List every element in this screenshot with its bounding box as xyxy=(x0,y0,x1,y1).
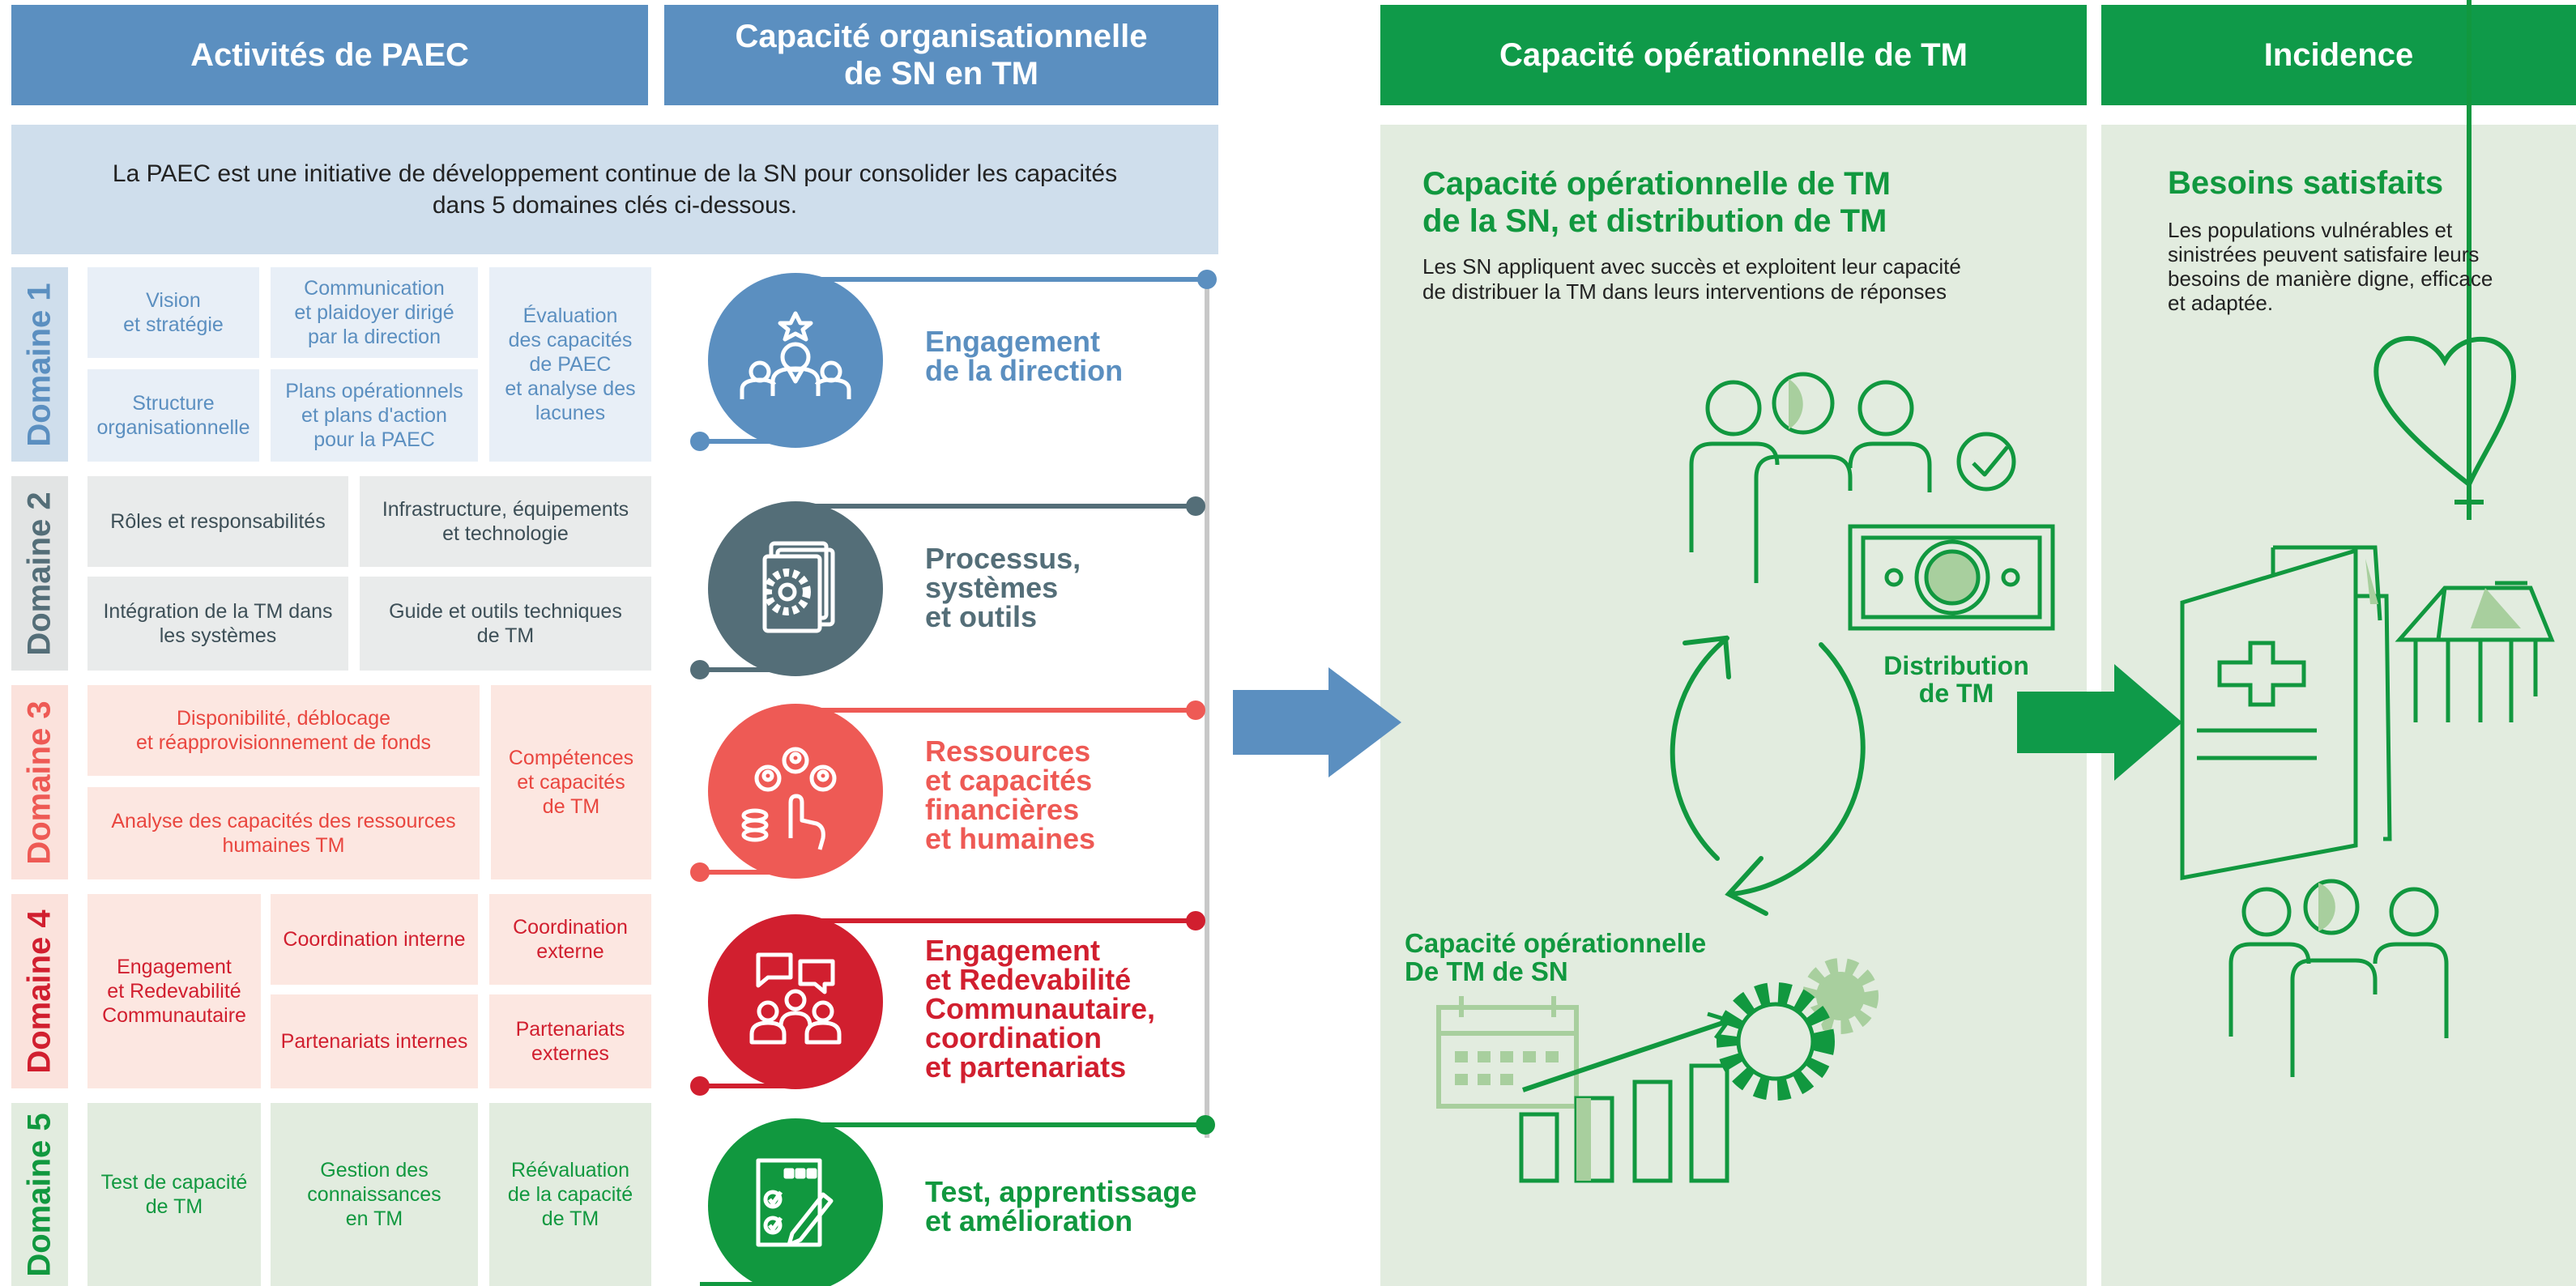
domain-3-label: Domaine 3 xyxy=(11,685,68,879)
domain-3-cell: Analyse des capacités des ressources hum… xyxy=(87,787,480,879)
domain-1-cell: Structure organisationnelle xyxy=(87,369,259,462)
domain-5-label: Domaine 5 xyxy=(11,1103,68,1286)
domain-2-caption: Processus, systèmes et outils xyxy=(925,542,1081,633)
domain-4-cell: Partenariats internes xyxy=(271,994,478,1088)
domain-2-connector xyxy=(690,496,1205,679)
domain-2-cell: Intégration de la TM dans les systèmes xyxy=(87,577,348,671)
domain-3-connector xyxy=(690,700,1205,882)
domain-4-circle xyxy=(708,914,883,1089)
domain-2-label: Domaine 2 xyxy=(11,476,68,671)
incidence-text: Les populations vulnérables et sinistrée… xyxy=(2168,218,2493,315)
domain-4-cell: Partenariats externes xyxy=(489,994,651,1088)
domain-2-cell: Guide et outils techniques de TM xyxy=(360,577,651,671)
domain-5-cell: Test de capacité de TM xyxy=(87,1103,261,1286)
domain-5-cell: Réévaluation de la capacité de TM xyxy=(489,1103,651,1286)
domain-3-cell: Disponibilité, déblocage et réapprovisio… xyxy=(87,685,480,776)
domain-5-caption: Test, apprentissage et amélioration xyxy=(925,1175,1197,1237)
domain-2-cell: Infrastructure, équipements et technolog… xyxy=(360,476,651,567)
header-incidence: Incidence xyxy=(2101,5,2576,105)
gear-documents-icon xyxy=(762,541,835,633)
domain-3-circle xyxy=(708,704,883,879)
incidence-title: Besoins satisfaits xyxy=(2168,165,2444,201)
header-activites: Activités de PAEC xyxy=(11,5,648,105)
calendar-icon xyxy=(1436,996,1579,1109)
heart-icon xyxy=(2373,0,2517,520)
people-check-icon xyxy=(1689,372,2016,583)
hand-coins-people-icon xyxy=(741,747,837,850)
domain-1-cell: Vision et stratégie xyxy=(87,267,259,358)
domain-4-caption: Engagement et Redevabilité Communautaire… xyxy=(925,934,1156,1084)
domain-1-circle xyxy=(708,273,883,448)
distribution-label: Distribution de TM xyxy=(1883,651,2029,708)
arrow-right-icon xyxy=(1233,667,1401,777)
gears-icon xyxy=(1717,958,1879,1101)
domain-4-cell: Coordination externe xyxy=(489,894,651,985)
cycle-arrows-icon xyxy=(1670,635,1866,916)
header-capacite-operationnelle: Capacité opérationnelle de TM xyxy=(1380,5,2087,105)
domain-1-cell: Communication et plaidoyer dirigé par la… xyxy=(271,267,478,358)
leader-icon xyxy=(740,311,851,399)
domain-1-cell: Plans opérationnels et plans d'action po… xyxy=(271,369,478,462)
people-icon xyxy=(2228,879,2449,1077)
domain-4-cell: Coordination interne xyxy=(271,894,478,985)
domain-1-label: Domaine 1 xyxy=(11,267,68,462)
domain-5-cell: Gestion des connaissances en TM xyxy=(271,1103,478,1286)
domain-2-cell: Rôles et responsabilités xyxy=(87,476,348,567)
header-capacite-organisationnelle: Capacité organisationnelle de SN en TM xyxy=(664,5,1218,105)
domain-4-cell: Engagement et Redevabilité Communautaire xyxy=(87,894,261,1088)
banknote-icon xyxy=(1848,524,2055,631)
bar-chart-icon xyxy=(1519,1011,1733,1183)
house-icon xyxy=(2395,581,2555,722)
door-medical-icon xyxy=(2180,545,2392,881)
capacity-label: Capacité opérationnelle De TM de SN xyxy=(1405,928,1707,986)
domain-3-caption: Ressources et capacités financières et h… xyxy=(925,735,1096,855)
domain-1-connector xyxy=(690,270,1217,451)
domain-1-caption: Engagement de la direction xyxy=(925,325,1124,387)
domain-1-cell: Évaluation des capacités de PAEC et anal… xyxy=(489,267,651,462)
chat-community-icon xyxy=(749,952,842,1045)
operational-text: Les SN appliquent avec succès et exploit… xyxy=(1422,254,1961,304)
arrow-right-icon xyxy=(2017,664,2182,781)
checklist-pen-icon xyxy=(756,1158,834,1247)
domain-5-circle xyxy=(708,1118,883,1286)
domain-3-cell: Compétences et capacités de TM xyxy=(491,685,651,879)
domain-4-label: Domaine 4 xyxy=(11,894,68,1088)
intro-text: La PAEC est une initiative de développem… xyxy=(11,125,1218,254)
operational-title: Capacité opérationnelle de TM de la SN, … xyxy=(1422,166,1891,239)
